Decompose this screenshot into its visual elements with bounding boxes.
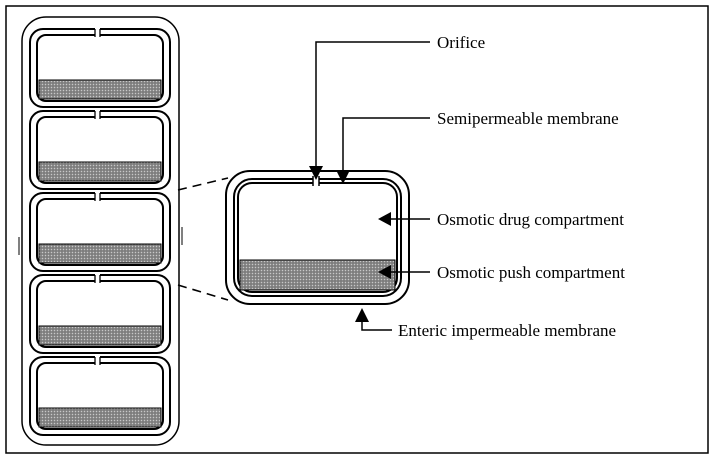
- push-compartment-callout: [378, 265, 430, 279]
- cell-push-layer: [38, 79, 162, 100]
- label-osmotic-push-compartment: Osmotic push compartment: [437, 263, 625, 282]
- strip-cell-3: [29, 192, 171, 272]
- label-orifice: Orifice: [437, 33, 485, 52]
- cell-push-layer: [38, 243, 162, 264]
- semipermeable-callout: [336, 117, 430, 184]
- drug-compartment-callout: [378, 212, 430, 226]
- cell-orifice: [95, 192, 100, 201]
- cell-push-layer: [38, 325, 162, 346]
- label-enteric-impermeable-membrane: Enteric impermeable membrane: [398, 321, 616, 340]
- enlarged-tablet: [225, 170, 410, 305]
- arrow-down-icon: [309, 166, 323, 180]
- cell-orifice: [95, 28, 100, 37]
- strip-cell-4: [29, 274, 171, 354]
- strip-cell-5: [29, 356, 171, 436]
- strip-cell-1: [29, 28, 171, 108]
- cell-push-layer: [38, 407, 162, 428]
- strip-cell-2: [29, 110, 171, 190]
- arrow-left-icon: [378, 265, 391, 279]
- tablet-strip: [18, 16, 183, 446]
- enteric-callout: [355, 308, 392, 331]
- push-compartment-shape: [239, 259, 396, 291]
- arrow-down-icon: [336, 170, 350, 184]
- arrow-left-icon: [378, 212, 391, 226]
- label-semipermeable-membrane: Semipermeable membrane: [437, 109, 619, 128]
- orifice-callout: [309, 41, 430, 180]
- cell-push-layer: [38, 161, 162, 182]
- zoom-line-bottom: [177, 284, 229, 301]
- zoom-line-top: [177, 177, 229, 191]
- arrow-up-icon: [355, 308, 369, 322]
- cell-orifice: [95, 356, 100, 365]
- cell-orifice: [95, 274, 100, 283]
- label-osmotic-drug-compartment: Osmotic drug compartment: [437, 210, 624, 229]
- cell-orifice: [95, 110, 100, 119]
